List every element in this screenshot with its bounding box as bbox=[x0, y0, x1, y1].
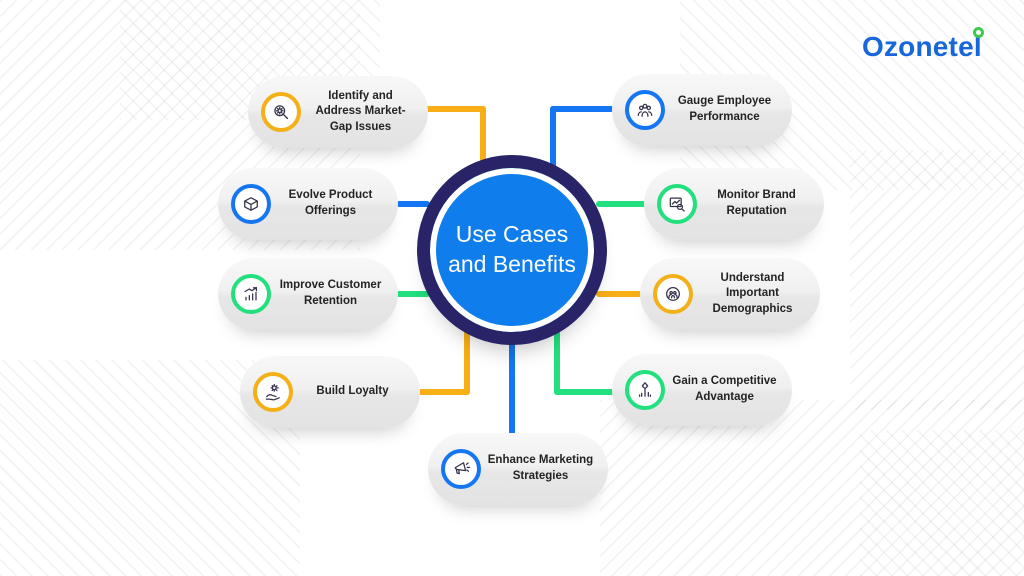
connector-identify-h bbox=[425, 106, 486, 112]
connector-loyalty-v bbox=[464, 330, 470, 395]
node-understand-demographics: Understand Important Demographics bbox=[640, 258, 820, 330]
hatch-pattern-right bbox=[850, 150, 1024, 410]
icon-ring-yellow bbox=[261, 92, 301, 132]
connector-marketing-v bbox=[509, 340, 515, 436]
award-growth-icon bbox=[638, 382, 652, 397]
team-icon bbox=[637, 103, 653, 117]
package-box-icon bbox=[244, 197, 258, 211]
node-label: Identify and Address Market-Gap Issues bbox=[315, 89, 406, 133]
node-label: Build Loyalty bbox=[316, 385, 389, 398]
hatch-pattern-bottom-right bbox=[600, 400, 1024, 576]
node-label: Evolve Product Offerings bbox=[288, 189, 373, 217]
center-title-line2: and Benefits bbox=[448, 251, 576, 277]
node-enhance-marketing: Enhance Marketing Strategies bbox=[428, 433, 608, 505]
node-competitive-advantage: Gain a Competitive Advantage bbox=[612, 354, 792, 426]
node-build-loyalty: Build Loyalty bbox=[240, 356, 420, 428]
connector-advantage-v bbox=[554, 330, 560, 395]
logo-text: Ozonetel bbox=[862, 31, 982, 62]
connector-gauge-v bbox=[550, 106, 556, 170]
connector-loyalty-h bbox=[418, 389, 470, 395]
hand-sparkle-icon bbox=[265, 383, 280, 401]
connector-gauge-h bbox=[550, 106, 614, 112]
connector-evolve bbox=[396, 201, 430, 207]
demographics-icon bbox=[666, 287, 680, 301]
growth-chart-icon bbox=[244, 287, 258, 301]
node-gauge-employee: Gauge Employee Performance bbox=[612, 74, 792, 146]
icon-ring-blue bbox=[625, 90, 665, 130]
megaphone-icon bbox=[454, 462, 471, 475]
chart-magnifier-icon bbox=[669, 197, 685, 212]
node-label: Improve Customer Retention bbox=[279, 279, 382, 307]
icon-ring-green bbox=[231, 274, 271, 314]
node-identify-market-gap: Identify and Address Market-Gap Issues bbox=[248, 76, 428, 148]
icon-ring-yellow bbox=[253, 372, 293, 412]
center-node: Use Cases and Benefits bbox=[417, 155, 607, 345]
node-monitor-brand: Monitor Brand Reputation bbox=[644, 168, 824, 240]
icon-ring-blue bbox=[441, 449, 481, 489]
logo-degree-icon bbox=[973, 27, 984, 38]
connector-retention bbox=[396, 291, 430, 297]
magnifier-gear-icon bbox=[274, 105, 289, 120]
connector-monitor bbox=[596, 201, 648, 207]
connector-demographics bbox=[596, 291, 646, 297]
center-title-line1: Use Cases bbox=[455, 221, 569, 248]
icon-ring-green bbox=[625, 370, 665, 410]
node-evolve-product: Evolve Product Offerings bbox=[218, 168, 398, 240]
ozonetel-logo: Ozonetel bbox=[862, 26, 1002, 68]
icon-ring-green bbox=[657, 184, 697, 224]
connector-advantage-h bbox=[554, 389, 615, 395]
node-label: Gain a Competitive Advantage bbox=[672, 375, 777, 403]
icon-ring-yellow bbox=[653, 274, 693, 314]
node-improve-retention: Improve Customer Retention bbox=[218, 258, 398, 330]
node-label: Understand Important Demographics bbox=[712, 271, 793, 315]
icon-ring-blue bbox=[231, 184, 271, 224]
hatch-pattern-bottom-right-2 bbox=[860, 430, 1024, 576]
node-label: Enhance Marketing Strategies bbox=[487, 454, 594, 482]
node-label: Monitor Brand Reputation bbox=[717, 189, 796, 217]
node-label: Gauge Employee Performance bbox=[677, 95, 772, 123]
connector-identify-v bbox=[480, 106, 486, 170]
